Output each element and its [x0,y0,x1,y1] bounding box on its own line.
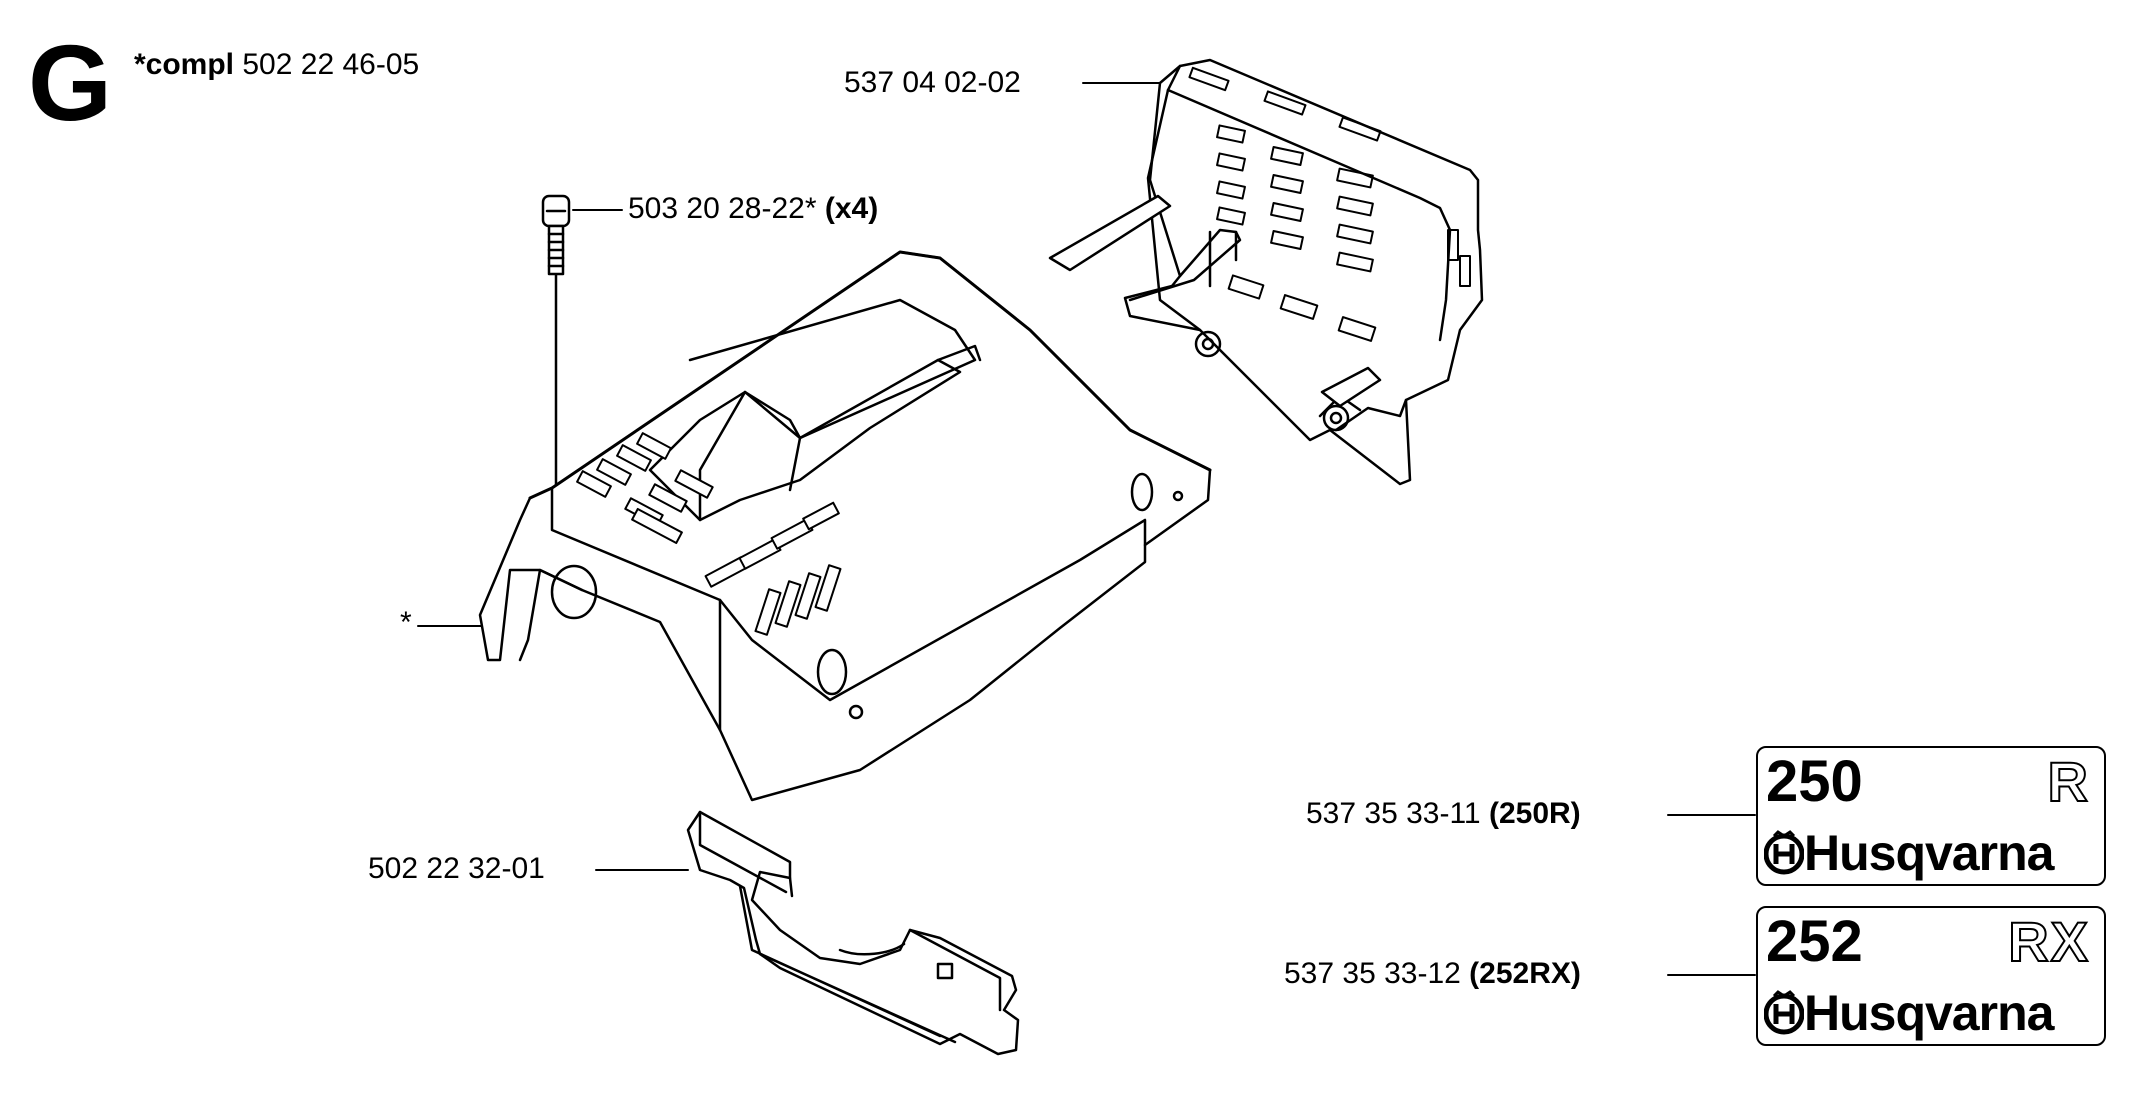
decal-250-variant-outline: R [2047,750,2090,813]
label-decal-250: 537 35 33-11 (250R) [1306,797,1581,831]
bracket-part [686,810,1020,1056]
label-decal-252: 537 35 33-12 (252RX) [1284,957,1581,991]
decal-252-variant: (252RX) [1469,957,1581,990]
label-bracket: 502 22 32-01 [368,852,545,885]
engine-cover-part [478,250,1212,802]
cover-vent-slots [576,432,842,636]
decal-250-number: 537 35 33-11 [1306,797,1481,830]
leader-lines [417,82,1756,976]
label-screw: 503 20 28-22* (x4) [628,192,878,226]
kit-number: 502 22 46-05 [242,48,420,81]
decal-250-brand: Husqvarna [1804,825,2054,881]
kit-prefix: *compl [134,48,235,81]
decal-252: 252 RX Husqvarna [1756,906,2106,1046]
kit-label: *compl 502 22 46-05 [134,48,419,82]
decal-252-model: 252 [1766,909,1863,974]
decal-252-brand: Husqvarna [1804,985,2054,1041]
screw-number: 503 20 28-22* [628,192,817,225]
label-muffler-guard: 537 04 02-02 [844,66,1021,99]
husqvarna-crown-icon [1764,990,1804,1035]
decal-250-model: 250 [1766,749,1863,814]
section-letter: G [28,22,113,143]
decal-250: 250 R Husqvarna [1756,746,2106,886]
muffler-guard-part [1048,58,1484,486]
decal-252-variant-outline: RX [2007,910,2090,973]
label-cover-marker: * [400,606,412,639]
screw-part [541,194,571,276]
guard-slots [1188,66,1471,342]
decal-250-variant: (250R) [1488,797,1581,830]
screw-qty: (x4) [824,192,879,225]
decal-252-number: 537 35 33-12 [1284,957,1461,990]
husqvarna-crown-icon [1764,830,1804,875]
